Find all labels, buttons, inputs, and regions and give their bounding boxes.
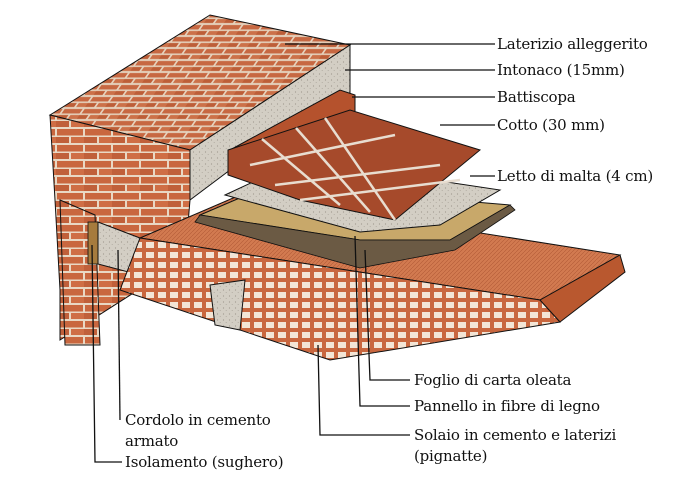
leader-cordolo — [117, 249, 121, 421]
concrete-rib — [209, 279, 246, 331]
leader-lines — [91, 43, 495, 463]
leader-solaio — [317, 344, 410, 436]
label-cordolo-line1: Cordolo in cemento — [125, 411, 271, 429]
leader-isolamento — [91, 244, 122, 463]
slab-front — [119, 237, 561, 361]
label-pannello: Pannello in fibre di legno — [414, 397, 600, 415]
oiled-paper — [194, 204, 516, 269]
cork-insulation — [87, 221, 99, 265]
label-isolamento: Isolamento (sughero) — [125, 453, 284, 471]
leader-pannello — [354, 235, 410, 407]
label-intonaco: Intonaco (15mm) — [497, 61, 625, 79]
label-cordolo-line2: armato — [125, 432, 179, 450]
label-solaio-line2: (pignatte) — [414, 447, 488, 465]
tile-grid — [249, 117, 461, 221]
label-cotto: Cotto (30 mm) — [497, 116, 605, 134]
leader-foglio — [364, 249, 410, 381]
label-foglio: Foglio di carta oleata — [414, 371, 572, 389]
slab-edge — [539, 254, 626, 323]
label-solaio-line1: Solaio in cemento e laterizi — [414, 426, 617, 444]
label-letto: Letto di malta (4 cm) — [497, 167, 654, 185]
label-laterizio: Laterizio alleggerito — [497, 35, 648, 53]
label-battiscopa: Battiscopa — [497, 88, 576, 106]
